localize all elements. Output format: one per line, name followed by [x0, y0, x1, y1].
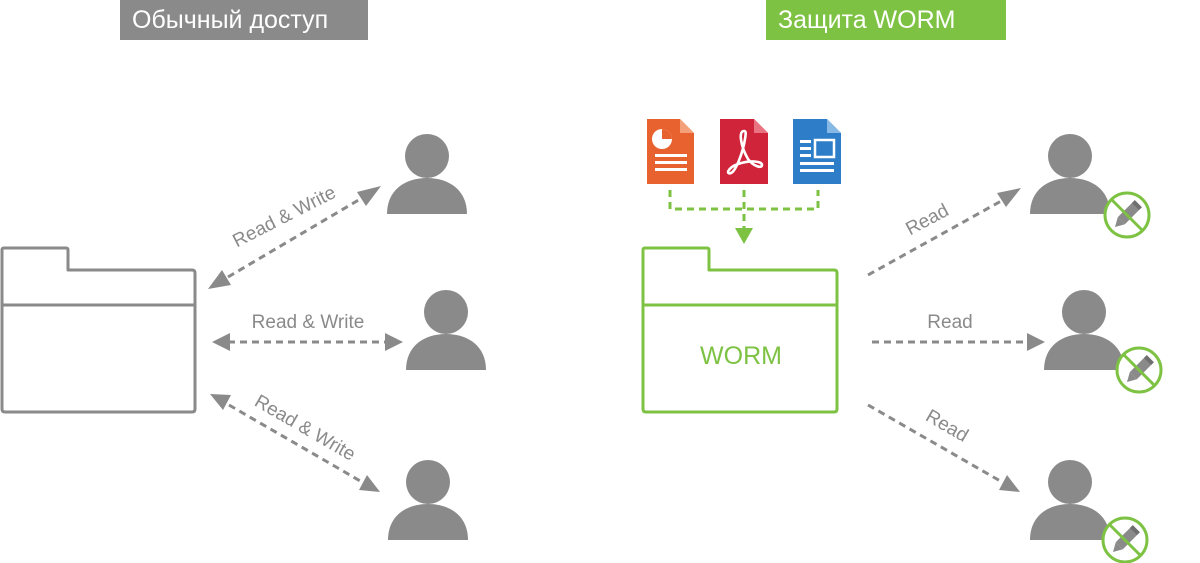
worm-arrowhead [735, 228, 753, 244]
rw-label-middle: Read & Write [252, 312, 365, 333]
read-label-middle: Read [927, 312, 972, 333]
no-edit-icon-middle [1115, 346, 1163, 394]
read-label-bottom: Read [922, 406, 972, 447]
rw-label-top: Read & Write [230, 182, 340, 252]
worm-folder-icon [641, 246, 839, 414]
no-edit-icon-bottom [1101, 516, 1149, 563]
document-file-icon [793, 119, 841, 184]
files-to-worm-connector [668, 190, 820, 228]
regular-user-icon-middle [406, 290, 486, 370]
worm-protection-title: Защита WORM [766, 0, 1006, 40]
worm-folder-label: WORM [700, 342, 782, 370]
protected-user-icon-middle [1044, 290, 1124, 370]
rw-arrow-bottom [210, 394, 380, 492]
regular-access-title: Обычный доступ [120, 0, 368, 40]
regular-user-icon-bottom [388, 460, 468, 540]
read-arrow-bottom [867, 403, 1020, 492]
rw-arrow-top [208, 186, 381, 289]
presentation-file-icon [647, 119, 694, 184]
read-arrow-top [867, 188, 1021, 277]
no-edit-icon-top [1103, 191, 1151, 239]
protected-user-icon-bottom [1030, 460, 1110, 540]
regular-folder-icon [0, 246, 197, 414]
read-arrow-middle [872, 333, 1045, 351]
regular-user-icon-top [387, 134, 467, 214]
protected-user-icon-top [1030, 134, 1110, 214]
rw-label-bottom: Read & Write [251, 391, 359, 466]
read-label-top: Read [902, 200, 952, 240]
pdf-file-icon [720, 119, 768, 184]
rw-arrow-middle [212, 333, 403, 351]
